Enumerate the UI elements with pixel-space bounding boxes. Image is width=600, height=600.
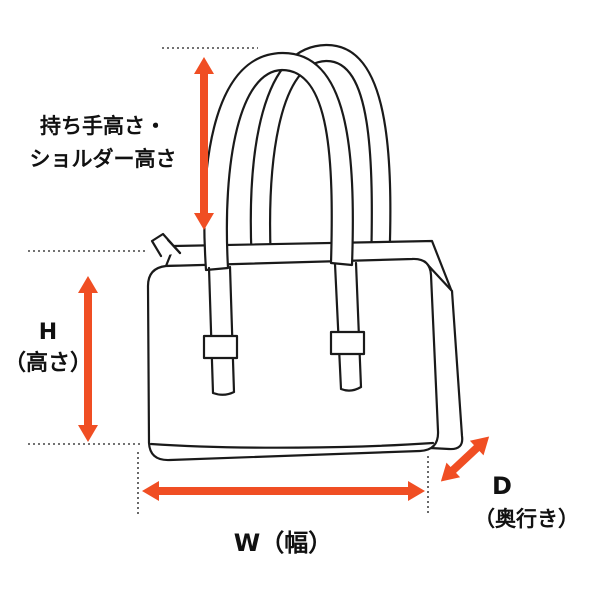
bag-front-panel xyxy=(146,257,440,462)
bag-right-strap-loop xyxy=(329,330,366,356)
handle-height-label: 持ち手高さ・ ショルダー高さ xyxy=(8,110,198,176)
handle-height-label-line2: ショルダー高さ xyxy=(29,147,177,171)
bag-illustration xyxy=(146,43,464,462)
depth-arrow xyxy=(440,436,490,482)
bag-right-strap xyxy=(333,261,363,392)
handle-height-label-line1: 持ち手高さ・ xyxy=(40,114,166,138)
height-arrow xyxy=(78,276,98,442)
bag-left-strap xyxy=(207,265,236,396)
bag-left-strap-loop xyxy=(202,334,239,360)
height-label-letter: H xyxy=(38,320,58,345)
bag-zipper-cord xyxy=(166,238,182,255)
guide-lines xyxy=(28,47,429,514)
dimension-arrows xyxy=(78,57,490,501)
width-label: W（幅） xyxy=(233,529,333,557)
handle-height-arrow xyxy=(194,57,214,230)
depth-label-text: （奥行き） xyxy=(474,507,579,531)
height-label-text: （高さ） xyxy=(3,351,92,376)
width-arrow xyxy=(142,481,425,501)
bag-bottom-seam xyxy=(149,441,435,449)
height-label: H （高さ） xyxy=(0,317,96,379)
bag-front-handle xyxy=(203,51,354,272)
depth-label-letter: D xyxy=(492,472,512,500)
